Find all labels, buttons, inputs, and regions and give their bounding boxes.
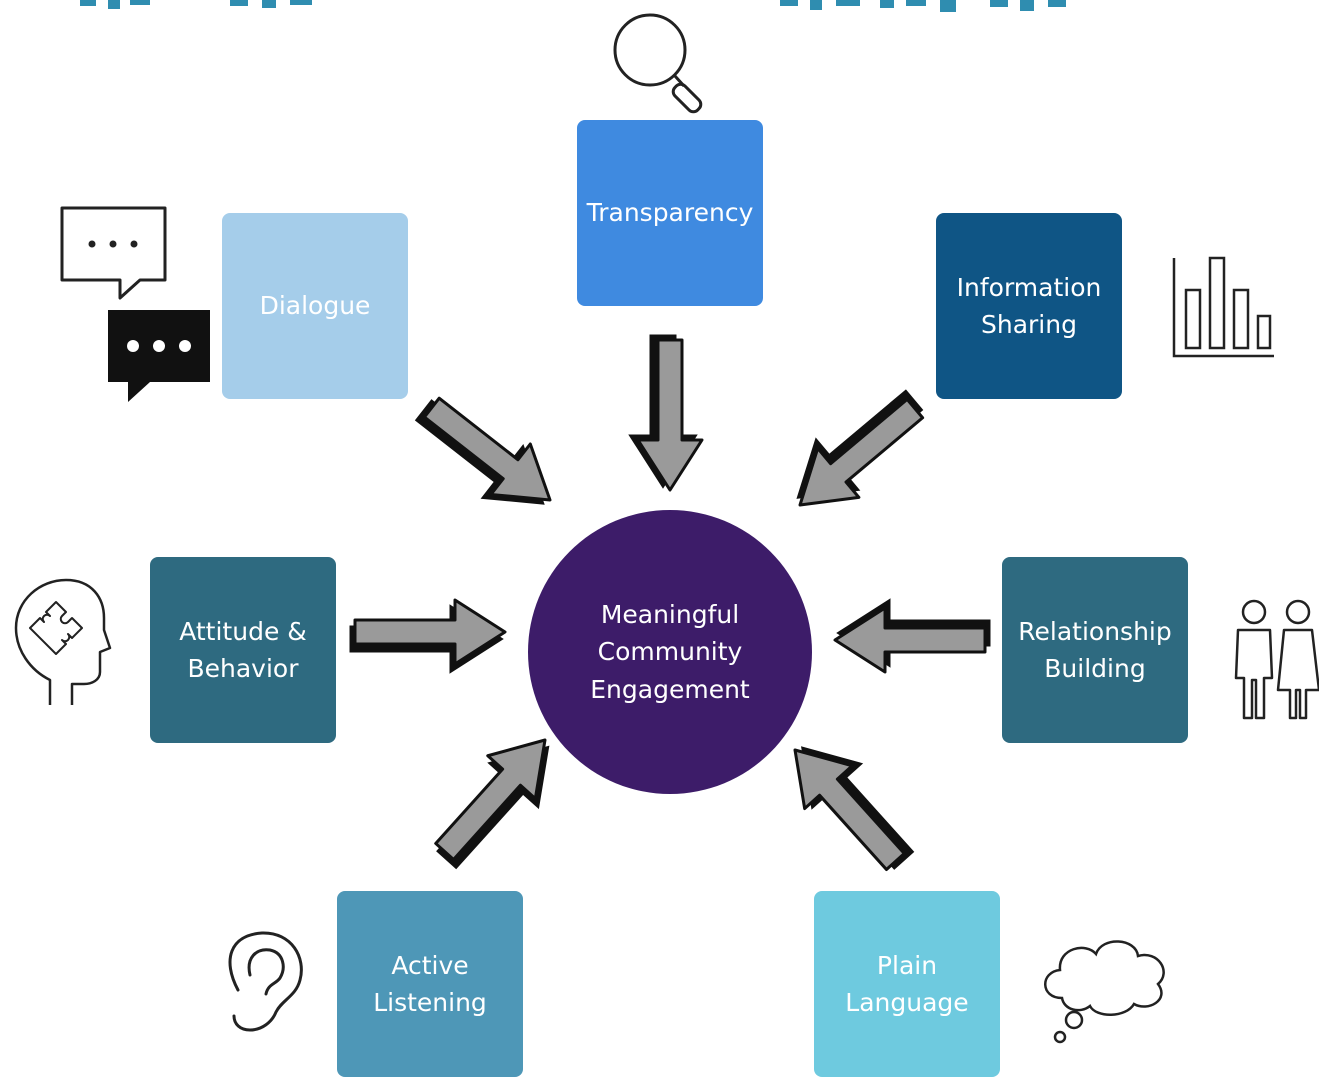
node-dialogue-label: Dialogue xyxy=(259,291,371,321)
center-node: Meaningful Community Engagement xyxy=(528,510,812,794)
node-relationship-building-label: Relationship Building xyxy=(1018,616,1172,684)
node-relationship-building: Relationship Building xyxy=(1002,557,1188,743)
arrow-from-information-sharing xyxy=(776,374,937,532)
title-fragment xyxy=(0,0,1319,18)
node-transparency-label: Transparency xyxy=(586,198,754,228)
node-information-sharing-label: Information Sharing xyxy=(956,272,1102,340)
arrow-from-relationship-building xyxy=(833,599,991,674)
title-fragment-art xyxy=(80,0,1066,12)
arrow-from-dialogue xyxy=(403,380,572,530)
node-active-listening-label: Active Listening xyxy=(373,950,487,1018)
arrow-from-active-listening xyxy=(419,717,573,883)
arrow-from-transparency xyxy=(629,334,704,492)
node-plain-language-label: Plain Language xyxy=(845,950,969,1018)
center-node-label: Meaningful Community Engagement xyxy=(590,599,750,704)
arrow-from-attitude-behavior xyxy=(349,598,507,673)
node-dialogue: Dialogue xyxy=(222,213,408,399)
node-active-listening: Active Listening xyxy=(337,891,523,1077)
node-information-sharing: Information Sharing xyxy=(936,213,1122,399)
node-plain-language: Plain Language xyxy=(814,891,1000,1077)
node-attitude-behavior: Attitude & Behavior xyxy=(150,557,336,743)
arrow-from-plain-language xyxy=(769,725,929,885)
node-transparency: Transparency xyxy=(577,120,763,306)
node-attitude-behavior-label: Attitude & Behavior xyxy=(179,616,307,684)
